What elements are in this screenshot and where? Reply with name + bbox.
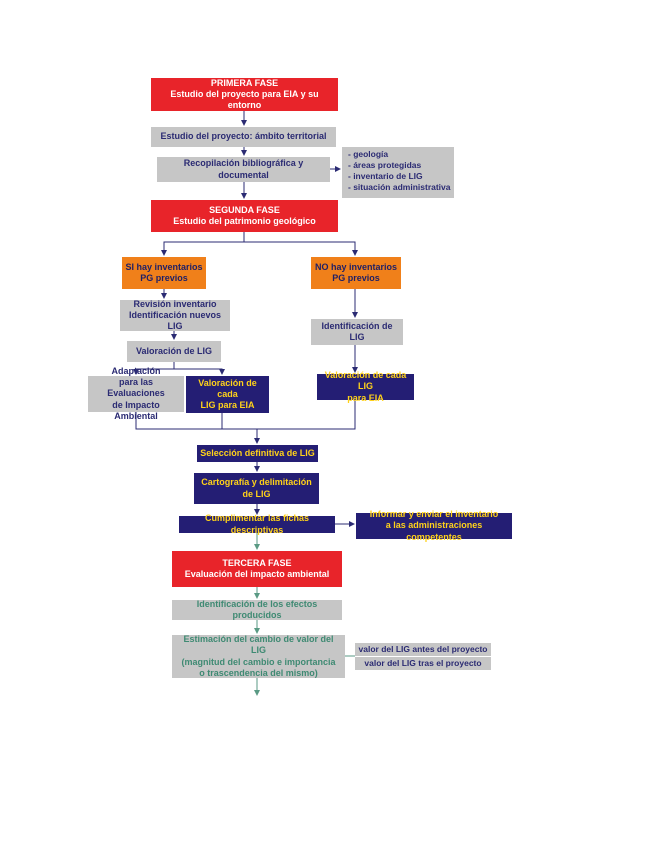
source-item: - situación administrativa [348,182,451,193]
final-selection-box: Selección definitiva de LIG [197,445,318,462]
revision-line2: Identificación nuevos LIG [128,309,222,332]
valuation-lig-label: Valoración de LIG [135,345,213,356]
estimation-box: Estimación del cambio de valor del LIG (… [172,634,345,678]
project-study-label: Estudio del proyecto: ámbito territorial [160,131,327,142]
adaptation-box: Adaptación para las Evaluaciones de Impa… [88,366,184,421]
cartography-box: Cartografía y delimitación de LIG [194,473,319,504]
valuation-each-right-box: Valoración de cada LIG para EIA [317,370,414,403]
phase3-title: TERCERA FASE [222,557,292,568]
final-selection-label: Selección definitiva de LIG [200,447,315,458]
value-before-label: valor del LIG antes del proyecto [358,644,488,655]
revision-line1: Revisión inventario [133,298,217,309]
cartography-line1: Cartografía y delimitación [201,477,312,488]
valuation-each-left-line1: Valoración de cada [198,377,257,399]
phase1-header: PRIMERA FASE Estudio del proyecto para E… [151,78,338,111]
no-inventory-line2: PG previos [332,273,380,283]
estimation-line2: (magnitud del cambio e importancia [181,656,336,667]
inform-line1: Informar y enviar el inventario [369,509,499,520]
cartography-line2: de LIG [242,488,271,499]
no-inventory-box: NO hay inventarios PG previos [311,257,401,289]
inform-line2: a las administraciones competentes [385,520,483,542]
connector [244,241,358,256]
phase3-subtitle: Evaluación del impacto ambiental [184,569,330,579]
connector [135,400,356,430]
yes-inventory-box: SI hay inventarios PG previos [122,257,206,289]
phase1-subtitle: Estudio del proyecto para EIA y su entor… [170,88,319,111]
identification-lig-box: Identificación de LIG [311,319,403,345]
effects-label: Identificación de los efectos producidos [196,598,318,620]
phase2-subtitle: Estudio del patrimonio geológico [173,216,316,226]
valuation-each-right-line1: Valoración de cada LIG [324,370,407,392]
valuation-lig-box: Valoración de LIG [127,341,221,362]
value-before-box: valor del LIG antes del proyecto [355,643,491,656]
sources-list: - geología - áreas protegidas - inventar… [342,147,454,198]
source-item: - áreas protegidas [348,160,422,171]
adaptation-line2: para las Evaluaciones [107,377,165,399]
estimation-line3: o trascendencia del mismo) [199,667,318,678]
yes-inventory-line1: SI hay inventarios [125,261,203,272]
revision-box: Revisión inventario Identificación nuevo… [120,298,230,332]
compilation-box: Recopilación bibliográfica y documental [157,157,330,182]
phase3-header: TERCERA FASE Evaluación del impacto ambi… [172,551,342,587]
compilation-label: Recopilación bibliográfica y documental [183,158,304,180]
source-item: - geología [348,149,389,159]
estimation-line1: Estimación del cambio de valor del LIG [183,634,334,656]
valuation-each-right-line2: para EIA [347,392,384,403]
effects-box: Identificación de los efectos producidos [172,598,342,620]
value-after-box: valor del LIG tras el proyecto [355,657,491,670]
valuation-each-left-line2: LIG para EIA [200,400,255,411]
fill-sheets-box: Cumplimentar las fichas descriptivas [179,513,335,535]
source-item: - inventario de LIG [348,171,423,182]
value-after-label: valor del LIG tras el proyecto [364,658,482,669]
identification-lig-label: Identificación de LIG [321,320,393,342]
adaptation-line1: Adaptación [111,365,161,376]
yes-inventory-line2: PG previos [140,273,188,283]
valuation-each-left-box: Valoración de cada LIG para EIA [186,376,269,413]
project-study-box: Estudio del proyecto: ámbito territorial [151,127,336,147]
no-inventory-line1: NO hay inventarios [314,261,398,272]
connector [133,362,175,375]
phase1-title: PRIMERA FASE [210,77,279,88]
phase2-header: SEGUNDA FASE Estudio del patrimonio geol… [151,200,338,232]
inform-box: Informar y enviar el inventario a las ad… [356,509,512,542]
adaptation-line3: de Impacto Ambiental [112,399,160,421]
fill-sheets-label: Cumplimentar las fichas descriptivas [204,513,310,535]
connector [161,232,245,256]
connector [174,368,225,375]
phase2-title: SEGUNDA FASE [209,204,280,215]
